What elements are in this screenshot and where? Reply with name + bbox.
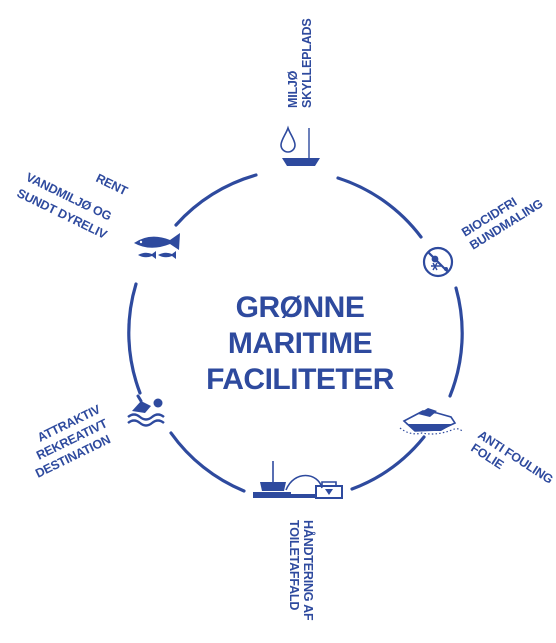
skylleplads-label-line-2: SKYLLEPLADS bbox=[300, 19, 314, 108]
node-bundmaling: BIOCIDFRI BUNDMALING bbox=[422, 195, 545, 278]
fish-icon bbox=[134, 233, 180, 259]
vandmiljo-label-line-1: RENT bbox=[94, 171, 131, 198]
skylleplads-label-line-1: MILJØ bbox=[286, 70, 300, 108]
ring-arc-top-right bbox=[336, 176, 423, 239]
ring-arc-bottom-right bbox=[350, 435, 426, 491]
center-title: GRØNNE MARITIME FACILITETER bbox=[206, 291, 395, 396]
ring-arc-top-left bbox=[174, 173, 258, 227]
cycle-ring bbox=[127, 173, 464, 493]
no-biocide-icon bbox=[422, 246, 454, 278]
boat-toilet-waste-icon bbox=[253, 461, 343, 499]
node-destination: ATTRAKTIV REKREATIVT DESTINATION bbox=[33, 394, 165, 481]
node-toiletaffald: HÅNDTERING AF TOILETAFFALD bbox=[253, 461, 343, 621]
node-folie: ANTI FOULING FOLIE bbox=[399, 408, 556, 487]
node-skylleplads: MILJØ SKYLLEPLADS bbox=[280, 19, 320, 166]
toiletaffald-label-line-1: HÅNDTERING AF bbox=[301, 520, 316, 621]
center-title-line-3: FACILITETER bbox=[206, 363, 395, 396]
water-drop-boat-icon bbox=[280, 125, 320, 166]
ring-arc-right bbox=[448, 286, 464, 398]
toiletaffald-label-line-2: TOILETAFFALD bbox=[287, 520, 301, 610]
center-title-line-2: MARITIME bbox=[228, 327, 372, 360]
ring-arc-left bbox=[127, 282, 142, 395]
center-title-line-1: GRØNNE bbox=[236, 291, 365, 324]
swimmer-icon bbox=[127, 394, 165, 427]
node-vandmiljo: RENT VANDMILJØ OG SUNDT DYRELIV bbox=[15, 170, 180, 259]
boat-wrap-icon bbox=[399, 408, 463, 435]
ring-arc-bottom-left bbox=[169, 431, 246, 493]
